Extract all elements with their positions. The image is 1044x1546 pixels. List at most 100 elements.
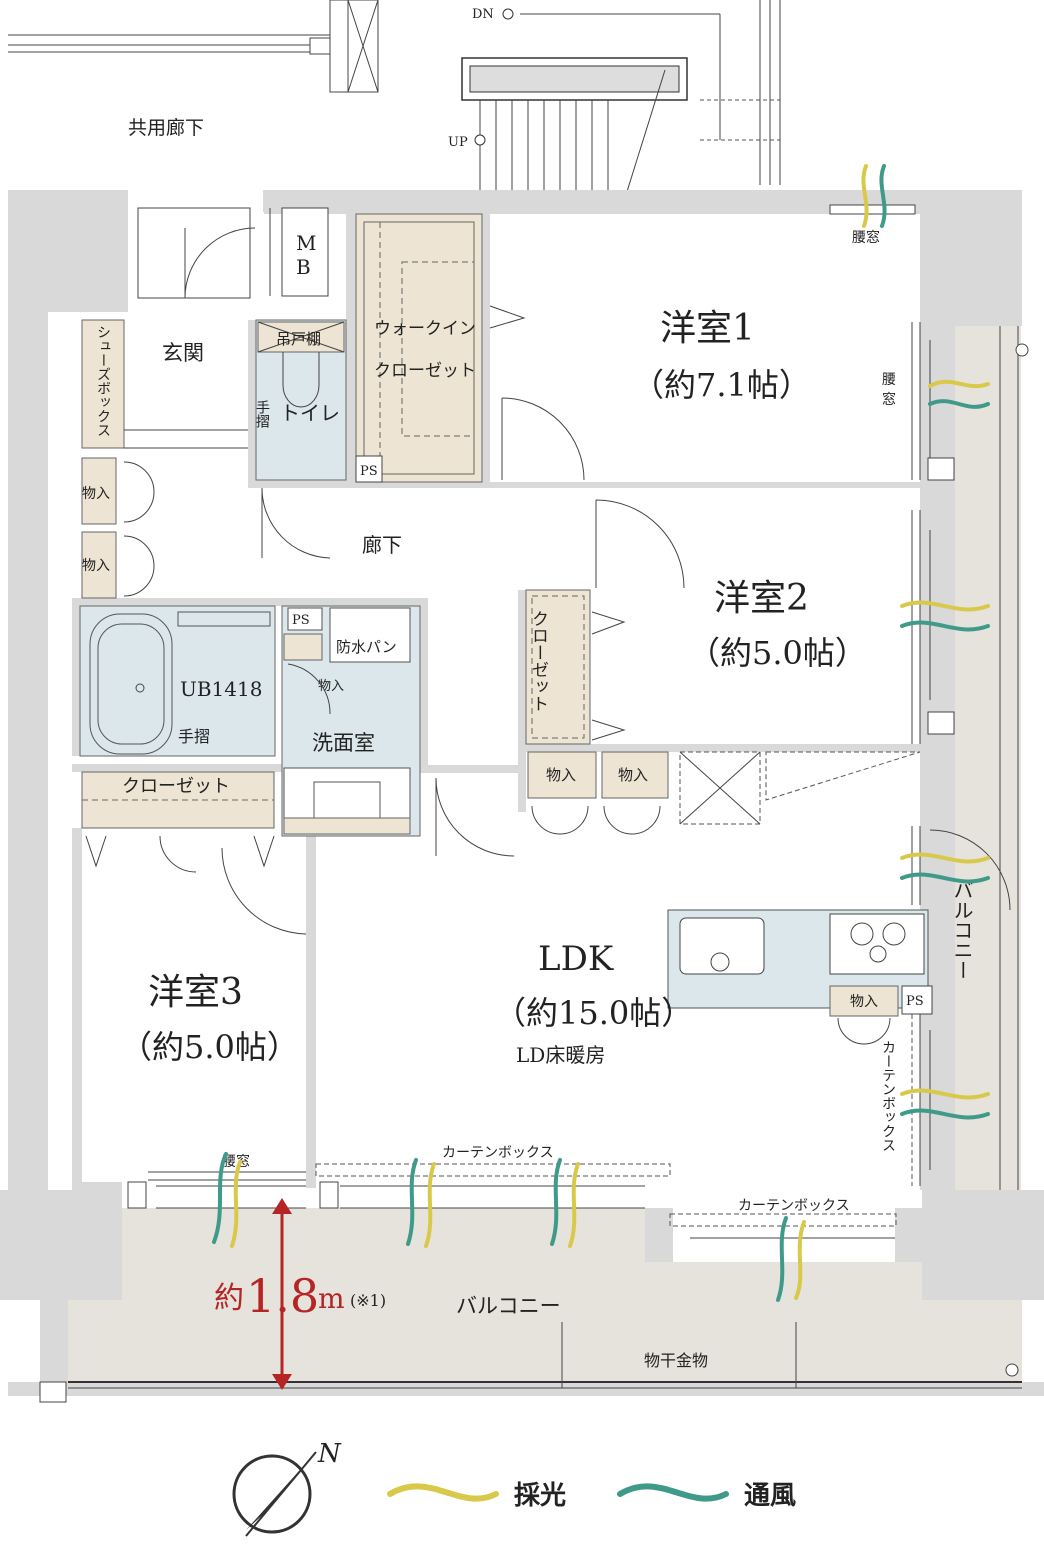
common-corridor-label: 共用廊下 xyxy=(128,117,204,139)
room3-closet: クローゼット xyxy=(81,771,307,935)
ventilation-wave xyxy=(879,164,887,228)
daylight-wave xyxy=(900,1088,990,1100)
common-area: 共用廊下 DN UP xyxy=(8,0,781,199)
mb-label-m: M xyxy=(296,231,316,255)
ldk: LDK （約15.0帖） LD床暖房 カーテンボックス xyxy=(494,826,1011,1186)
room-2: 洋室2 （約5.0帖） クローゼット xyxy=(525,499,921,745)
genkan-label: 玄関 xyxy=(162,341,204,365)
toilet-handrail-label: 手摺 xyxy=(254,400,270,428)
wic-label-line1: ウォークイン xyxy=(374,319,476,339)
compass-circle xyxy=(232,1454,312,1534)
daylight-wave xyxy=(900,852,990,864)
room1-name: 洋室1 xyxy=(660,308,755,349)
daylight-wave xyxy=(794,1220,806,1300)
daylight-wave xyxy=(900,600,990,612)
walk-in-closet: ウォークイン クローゼット PS xyxy=(355,213,526,483)
airflow-waves xyxy=(212,164,990,1302)
curtain-box-label-2: カーテンボックス xyxy=(738,1198,850,1214)
bottom-windows: カーテンボックス カーテンボックス xyxy=(127,1145,897,1239)
daylight-wave xyxy=(424,1162,436,1248)
room-3: 洋室3 （約5.0帖） 腰窓 xyxy=(120,972,306,1181)
ventilation-wave xyxy=(406,1158,418,1246)
room1-koshimado-right-1: 腰 xyxy=(882,372,896,388)
hoshikanamono-label: 物干金物 xyxy=(644,1351,708,1370)
shoes-box-label: シューズボックス xyxy=(95,325,111,437)
kitchen-storage-label: 物入 xyxy=(850,994,878,1010)
room3-koshimado: 腰窓 xyxy=(222,1153,250,1170)
ventilation-wave xyxy=(550,1158,562,1246)
unit-bath-label: UB1418 xyxy=(180,677,262,701)
depth-note: (※1) xyxy=(350,1291,386,1310)
legend: 採光 通風 xyxy=(387,1481,796,1511)
room2-name: 洋室2 xyxy=(714,578,809,619)
toilet-label: トイレ xyxy=(280,401,340,425)
ldk-floor-heating: LD床暖房 xyxy=(516,1043,605,1067)
bottom-balcony: バルコニー 物干金物 xyxy=(39,1294,1022,1403)
room2-closet-label: クローゼット xyxy=(528,610,548,712)
ldk-size: （約15.0帖） xyxy=(494,994,693,1032)
room1-koshimado-right-2: 窓 xyxy=(882,391,896,408)
hall-storage: 物入 物入 廊下 xyxy=(81,457,402,599)
ps-label-kitchen: PS xyxy=(906,994,924,1009)
ps-label-bath: PS xyxy=(292,613,310,628)
washroom-label: 洗面室 xyxy=(312,731,375,755)
mb-label-b: B xyxy=(296,255,311,279)
curtain-box-label-1: カーテンボックス xyxy=(442,1145,554,1161)
daylight-wave xyxy=(568,1162,580,1248)
stair-up-label: UP xyxy=(448,135,468,150)
ventilation-wave xyxy=(776,1216,788,1302)
balcony-depth-dimension: 約 1.8 m (※1) xyxy=(214,1198,386,1390)
shoes-box xyxy=(81,319,125,449)
waterproof-pan-label: 防水パン xyxy=(336,638,397,656)
ps-label-wic: PS xyxy=(360,464,378,479)
ldk-storage: 物入 物入 xyxy=(435,751,921,857)
depth-unit: m xyxy=(318,1282,345,1315)
balcony-areas xyxy=(68,326,1022,1382)
room1-koshimado-top: 腰窓 xyxy=(852,229,880,246)
bathroom: UB1418 手摺 防水パン PS 物入 洗面室 xyxy=(79,605,421,837)
kitchen: 物入 PS xyxy=(667,909,933,1045)
toilet-room: 吊戸棚 トイレ 手摺 xyxy=(254,319,347,559)
ventilation-legend-icon xyxy=(617,1483,729,1502)
room1-size: （約7.1帖） xyxy=(632,366,811,404)
curtain-box-vertical-label: カーテンボックス xyxy=(880,1040,896,1152)
depth-prefix: 約 xyxy=(214,1281,244,1316)
compass: N xyxy=(232,1439,342,1537)
ventilation-wave xyxy=(900,872,990,884)
corridor-label: 廊下 xyxy=(362,533,402,557)
ldk-storage-label-1: 物入 xyxy=(546,766,576,784)
room3-name: 洋室3 xyxy=(148,972,243,1013)
room-1: 洋室1 （約7.1帖） 腰窓 腰 窓 xyxy=(501,204,921,481)
right-balcony-label: バルコニー xyxy=(950,880,974,980)
daylight-wave xyxy=(861,164,869,228)
room3-size: （約5.0帖） xyxy=(120,1028,299,1066)
right-balcony: バルコニー xyxy=(927,326,1029,1190)
room2-size: （約5.0帖） xyxy=(688,634,867,672)
ventilation-wave xyxy=(900,620,990,632)
legend-daylight-label: 採光 xyxy=(514,1481,566,1511)
room3-closet-label: クローゼット xyxy=(122,776,230,797)
tsuritodana-label: 吊戸棚 xyxy=(276,330,321,348)
depth-value: 1.8 xyxy=(246,1269,319,1323)
storage-label-1: 物入 xyxy=(82,486,110,502)
walls xyxy=(0,190,1044,1396)
ldk-name: LDK xyxy=(538,939,614,979)
storage-label-2: 物入 xyxy=(82,558,110,574)
room-floors xyxy=(82,214,920,1180)
daylight-wave xyxy=(928,379,990,389)
bath-handrail-label: 手摺 xyxy=(178,727,210,746)
entrance-area: M B 玄関 シューズボックス xyxy=(81,207,329,449)
stair-down-label: DN xyxy=(472,7,494,22)
ldk-storage-label-2: 物入 xyxy=(618,766,648,784)
ventilation-wave xyxy=(928,399,990,409)
bottom-balcony-label: バルコニー xyxy=(456,1294,561,1318)
daylight-legend-icon xyxy=(387,1483,499,1502)
daylight-wave xyxy=(230,1160,242,1248)
ventilation-wave xyxy=(900,1108,990,1120)
compass-north-label: N xyxy=(317,1439,342,1469)
ventilation-wave xyxy=(212,1152,228,1244)
wic-label-line2: クローゼット xyxy=(374,361,476,381)
staircase xyxy=(461,0,781,199)
legend-ventilation-label: 通風 xyxy=(744,1481,796,1511)
